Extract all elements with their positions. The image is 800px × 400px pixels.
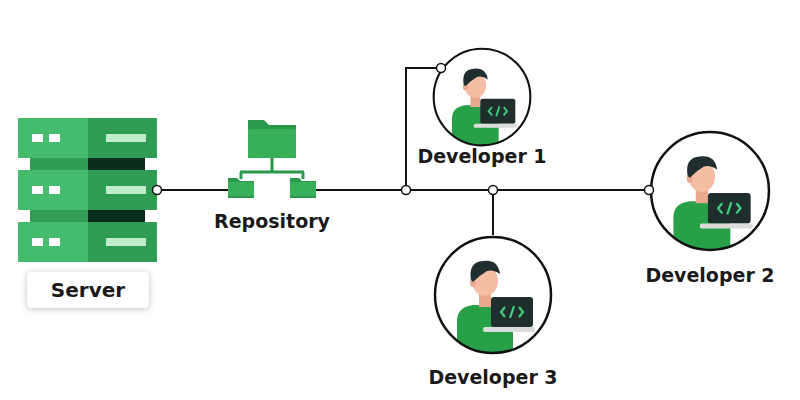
node-art [49, 238, 60, 246]
node-art [649, 130, 771, 252]
repository-node: Repository [228, 114, 316, 198]
node-art [106, 186, 146, 194]
node-art [30, 158, 88, 170]
node-art [88, 210, 145, 222]
node-art [435, 237, 551, 353]
node-art [708, 193, 751, 224]
node-art [491, 297, 533, 327]
developer-node: Developer 1 [432, 47, 532, 147]
node-art [32, 238, 43, 246]
node-art [106, 238, 146, 246]
node-art [248, 120, 296, 158]
node-art [228, 178, 254, 198]
node-art [88, 222, 157, 262]
node-art [510, 306, 514, 318]
node-art [501, 307, 505, 317]
node-art [496, 106, 499, 116]
node-art [88, 158, 145, 170]
junction-dot [402, 186, 411, 195]
node-art [718, 203, 722, 213]
repository-label: Repository [214, 210, 330, 232]
node-art [651, 132, 769, 250]
node-art [228, 114, 316, 198]
developer-node: Developer 2 [649, 130, 771, 252]
node-art [240, 171, 304, 174]
node-art [18, 170, 88, 210]
node-art [32, 134, 43, 142]
node-art [673, 156, 752, 252]
connector-line [316, 68, 441, 190]
connector-line [157, 189, 228, 191]
node-art [49, 134, 60, 142]
node-art [88, 170, 157, 210]
node-art [271, 158, 274, 172]
node-art [106, 134, 146, 142]
connector-line [316, 190, 493, 235]
node-art [483, 327, 535, 332]
node-art [302, 172, 305, 179]
node-art [504, 107, 507, 115]
node-art [88, 118, 157, 158]
junction-dot [489, 186, 498, 195]
node-art [700, 224, 753, 229]
node-art [519, 307, 523, 317]
node-art [240, 172, 243, 179]
developer-label: Developer 2 [645, 264, 774, 286]
node-art [687, 156, 717, 178]
node-art [30, 210, 88, 222]
node-art [228, 182, 254, 196]
node-art [432, 47, 532, 147]
node-art [457, 261, 535, 355]
node-art [727, 202, 731, 214]
node-art [480, 99, 515, 124]
node-art [433, 235, 553, 355]
server-label: Server [27, 272, 149, 308]
node-art [290, 182, 316, 196]
node-art [18, 222, 88, 262]
node-art [463, 68, 488, 86]
node-art [489, 107, 492, 115]
node-art [434, 49, 531, 146]
node-art [474, 124, 517, 128]
developer-label: Developer 1 [417, 145, 546, 167]
node-art [290, 178, 316, 198]
developer-label: Developer 3 [428, 366, 557, 388]
node-art [471, 261, 501, 282]
node-art [18, 118, 157, 262]
developer-node: Developer 3 [433, 235, 553, 355]
node-art [248, 129, 296, 158]
node-art [452, 68, 517, 147]
server-node: Server [18, 118, 157, 262]
node-art [32, 186, 43, 194]
node-art [49, 186, 60, 194]
node-art [736, 203, 740, 213]
node-art [18, 118, 88, 158]
